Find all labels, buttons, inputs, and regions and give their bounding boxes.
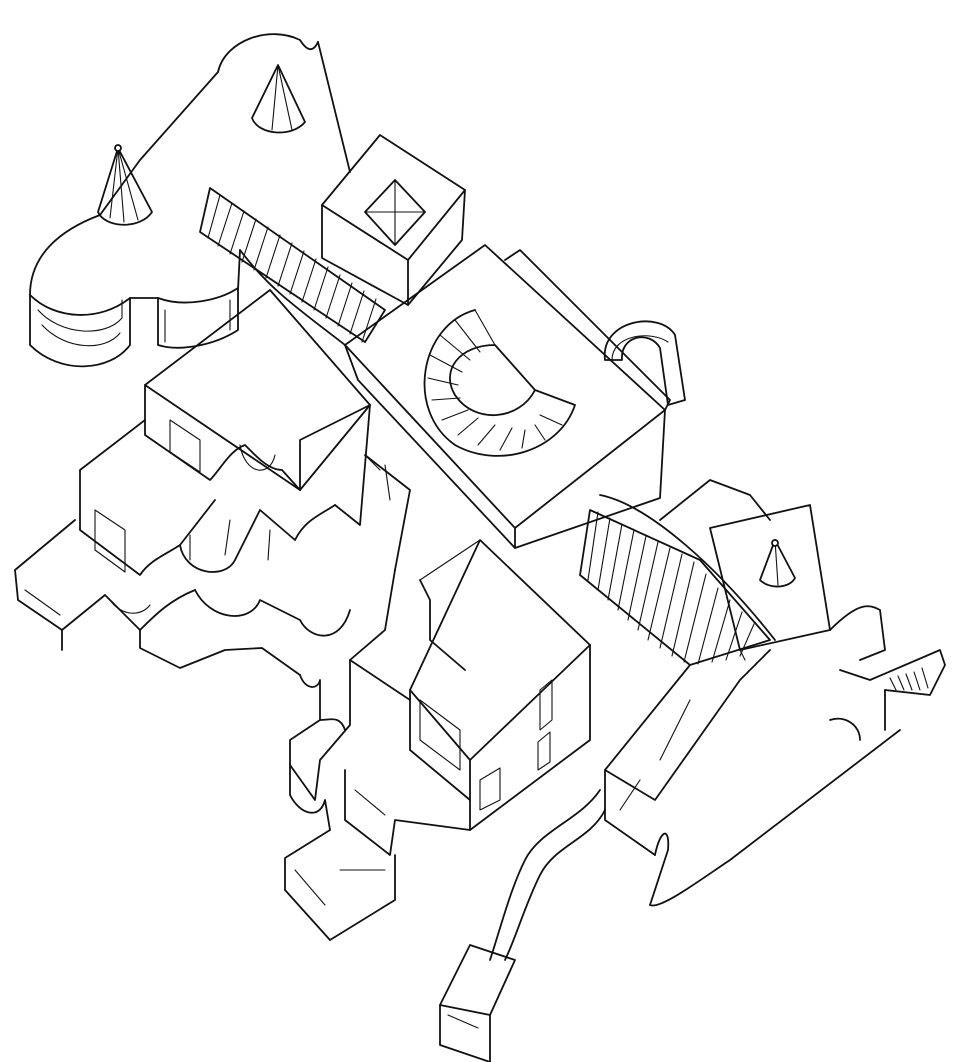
spiral-stair-block bbox=[344, 244, 671, 549]
cone-tower-center bbox=[251, 64, 306, 134]
front-tall-cube bbox=[409, 539, 591, 831]
striped-ramp-right bbox=[579, 494, 776, 666]
stepped-terraces-left bbox=[14, 289, 371, 676]
lower-central-blocks bbox=[284, 454, 411, 941]
lower-stepped-front bbox=[329, 659, 471, 941]
striped-ramp-upper bbox=[199, 187, 386, 346]
right-stair bbox=[829, 649, 946, 741]
winding-path bbox=[489, 789, 606, 961]
curved-terrace-wing bbox=[29, 33, 351, 368]
skylight-cube bbox=[321, 134, 466, 306]
arched-loop-right bbox=[604, 320, 686, 406]
cone-tower-left bbox=[97, 144, 153, 226]
bottom-pavilion bbox=[439, 944, 516, 1062]
right-terrace bbox=[604, 479, 901, 907]
